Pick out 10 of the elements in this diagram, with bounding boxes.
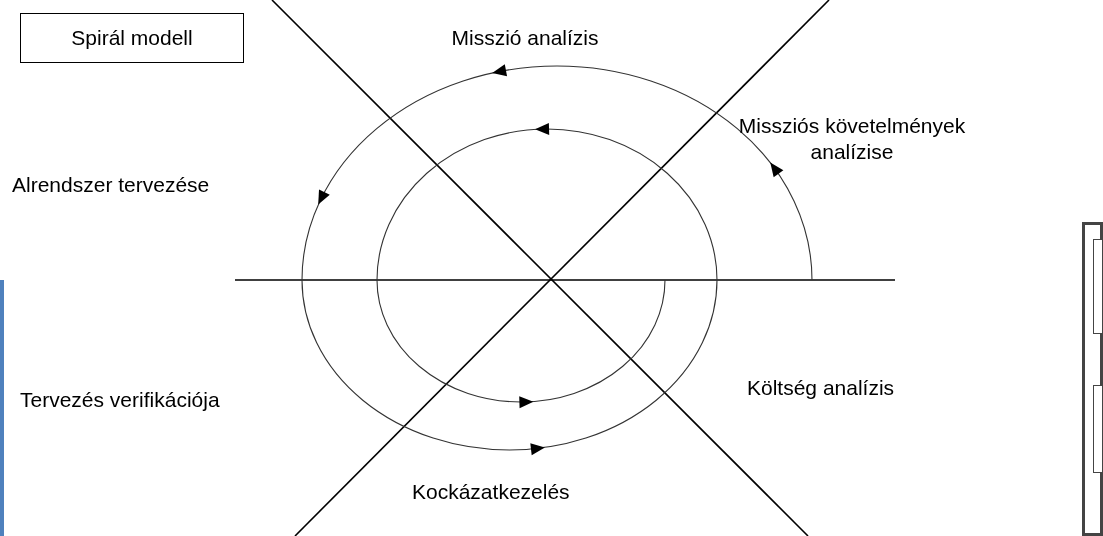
title: Spirál modell [20,13,244,63]
panel-frame [1082,222,1103,536]
sector-label: Misszió analízis [450,25,600,51]
sector-label: Költség analízis [747,375,896,401]
sector-label: Missziós követelmények analízise [737,113,967,165]
sector-label: Alrendszer tervezése [12,172,211,198]
panel-frame [1093,239,1103,334]
panel-frame [1093,385,1103,473]
sector-label: Kockázatkezelés [412,479,571,505]
sector-label: Tervezés verifikációja [20,387,221,413]
